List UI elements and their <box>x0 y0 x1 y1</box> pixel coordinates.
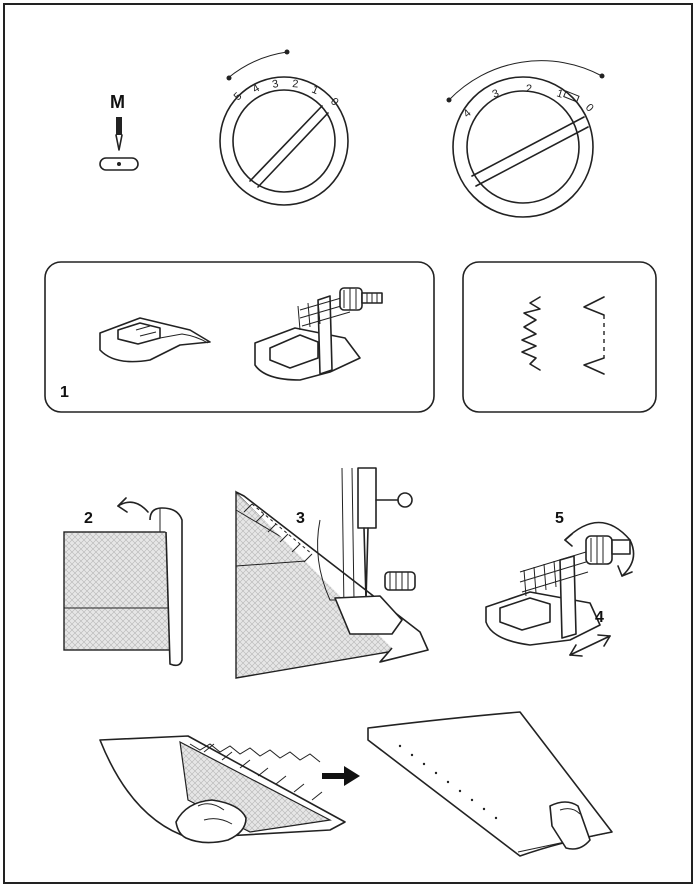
step-1-label: 1 <box>60 384 69 401</box>
sewing-illustration: 3 <box>235 467 429 679</box>
stitch-width-number: 2 <box>526 83 532 95</box>
needle-shank-icon <box>116 117 122 135</box>
stitch-length-dial-inner <box>232 89 336 193</box>
stitch-length-number: 2 <box>292 78 299 90</box>
blind-hem-stitch-pattern-icon <box>521 296 541 371</box>
blind-hem-foot-on-fabric-icon <box>334 595 403 635</box>
stitch-width-number: 3 <box>491 87 501 100</box>
step-5-label: 5 <box>555 510 564 527</box>
finished-hem-illustration <box>367 711 613 857</box>
slide-foot-arrow-icon <box>569 635 611 656</box>
fold-fabric-illustration: 2 <box>63 497 183 667</box>
blind-hem-mark-icon <box>563 90 580 103</box>
unfold-hem-illustration <box>99 735 346 844</box>
stitch-width-dial-inner <box>466 90 580 204</box>
stitch-width-dial: 4 3 2 1 0 <box>446 60 605 218</box>
step-2-label: 2 <box>84 510 93 527</box>
needle-position-label: M <box>110 92 125 112</box>
adjust-foot-illustration: 4 5 <box>485 510 635 657</box>
stitch-pattern-panel <box>462 261 657 413</box>
stitch-length-number: 4 <box>251 82 262 95</box>
stitch-width-number: 1 <box>555 87 565 100</box>
hand-icon <box>175 799 247 844</box>
stitch-length-number: 1 <box>310 84 320 97</box>
needle-bar-icon <box>357 467 377 529</box>
stitch-width-range-arc <box>448 60 603 101</box>
rotate-knob-arrow-icon <box>564 521 635 577</box>
blind-hem-stitch-top-icon <box>583 296 605 316</box>
blind-hem-stitch-bottom-icon <box>583 357 605 375</box>
blind-hem-presser-foot-icon <box>254 287 383 381</box>
stitch-length-dial: 5 4 3 2 1 0 <box>219 49 349 206</box>
needle-tip-icon <box>115 134 123 151</box>
presser-feet-panel: 1 <box>44 261 435 413</box>
step-4-label: 4 <box>595 609 604 626</box>
stitch-length-number: 3 <box>271 78 279 91</box>
stitch-length-range-arc <box>227 51 288 79</box>
step-3-label: 3 <box>296 510 305 527</box>
zigzag-presser-foot-icon <box>99 317 211 363</box>
needle-position-indicator: M <box>99 92 139 171</box>
fold-arrow-icon <box>117 501 149 513</box>
